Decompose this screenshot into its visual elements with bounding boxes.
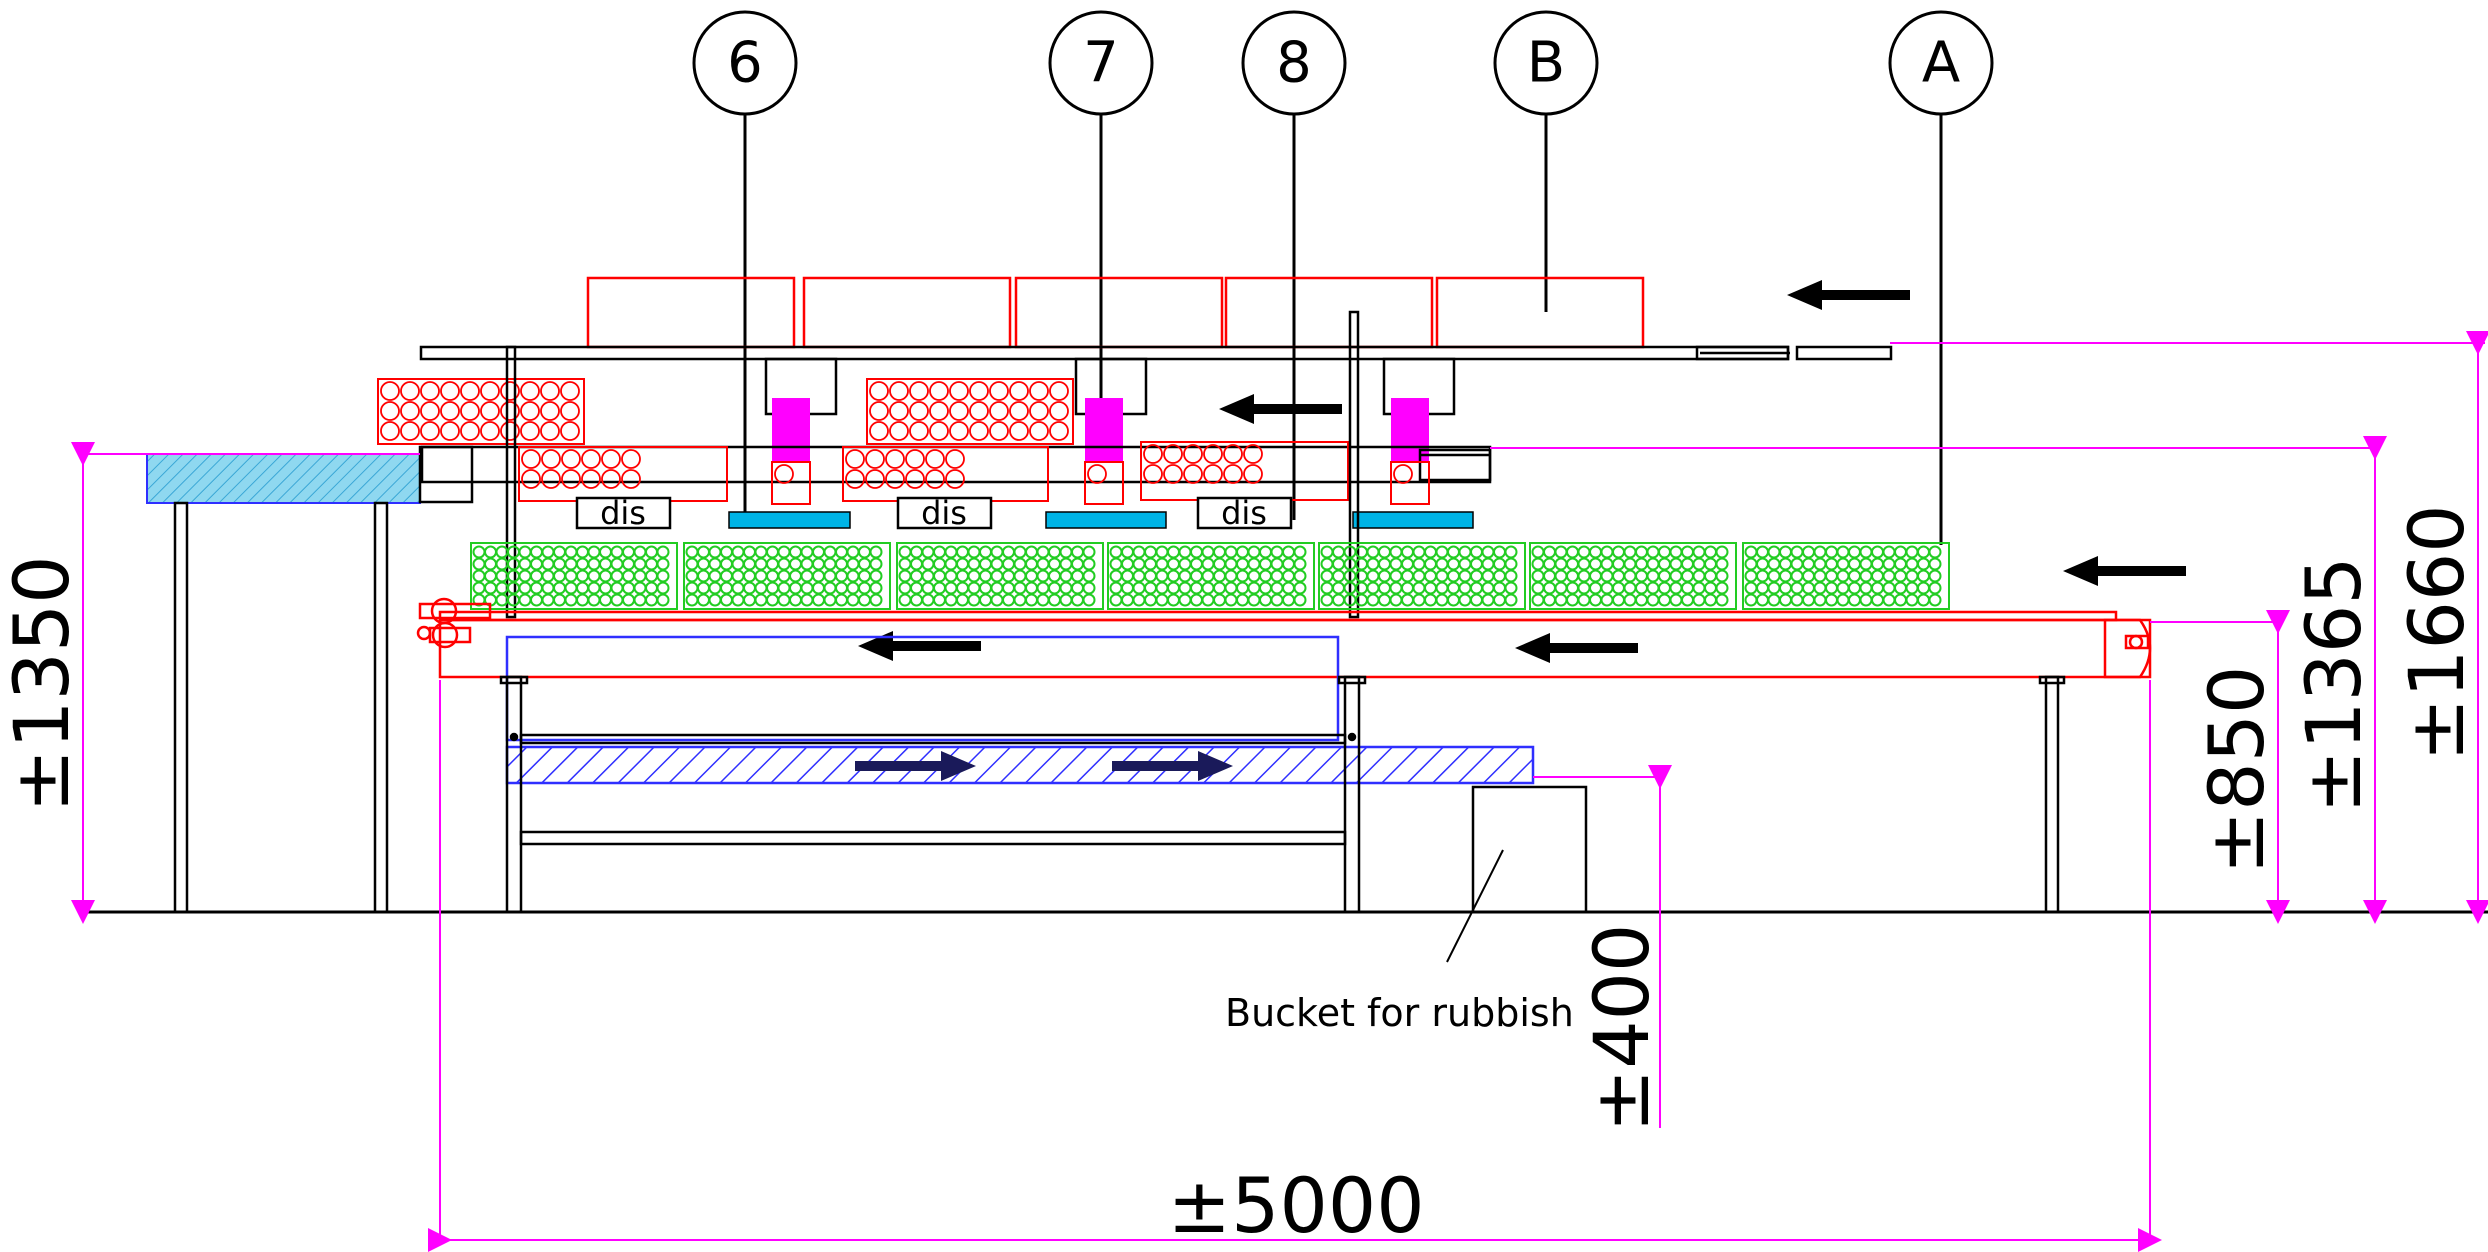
return-arrows [855, 751, 1233, 781]
input-table [146, 445, 474, 914]
crate [1529, 542, 1737, 610]
svg-text:A: A [1922, 31, 1960, 96]
crate [683, 542, 891, 610]
flow-arrows [858, 280, 2186, 663]
callout-b: B [1493, 10, 1599, 312]
product-circles [380, 381, 1413, 489]
arrow-left-icon [858, 631, 981, 661]
rubbish-bucket [1446, 785, 1588, 963]
dim-400: ±400 [1577, 924, 1666, 1133]
callout-8: 8 [1241, 10, 1347, 520]
callout-7: 7 [1048, 10, 1154, 425]
crate [470, 542, 678, 610]
arrow-left-icon [1219, 394, 1342, 424]
pusher-heads [772, 398, 1429, 461]
dimension-lines [71, 331, 2488, 1252]
svg-text:8: 8 [1276, 31, 1312, 96]
crate [1742, 542, 1950, 610]
arrow-right-icon [1112, 751, 1233, 781]
callout-a: A [1888, 10, 1994, 545]
svg-text:6: 6 [727, 31, 763, 96]
dispenser-box [1196, 496, 1293, 530]
frame [499, 675, 2066, 914]
crate [1318, 542, 1526, 610]
return-belt [505, 635, 1535, 785]
dim-1365: ±1365 [2289, 556, 2378, 813]
arrow-left-icon [1515, 633, 1638, 663]
svg-text:B: B [1527, 31, 1565, 96]
top-rail [419, 345, 1893, 361]
dim-1350: ±1350 [0, 555, 86, 812]
dim-5000: ±5000 [1167, 1161, 1424, 1250]
callout-6: 6 [692, 10, 798, 520]
dispenser-box [575, 496, 672, 530]
dispenser-box [896, 496, 993, 530]
crate [896, 542, 1104, 610]
arrow-right-icon [855, 751, 976, 781]
dim-850: ±850 [2192, 666, 2281, 875]
crate [1107, 542, 1315, 610]
dispenser-label: dis [1221, 494, 1267, 532]
svg-text:7: 7 [1083, 31, 1119, 96]
posts [505, 310, 1360, 619]
cyan-pads [728, 511, 1474, 529]
bucket-note: Bucket for rubbish [1225, 991, 1574, 1035]
dispenser-label: dis [921, 494, 967, 532]
green-crates [470, 542, 1950, 610]
dispenser-label: dis [600, 494, 646, 532]
dispenser-stations: dis dis dis [575, 494, 1293, 532]
dim-1660: ±1660 [2392, 504, 2481, 761]
arrow-left-icon [1787, 280, 1910, 310]
arrow-left-icon [2063, 556, 2186, 586]
main-conveyor [416, 597, 2152, 679]
